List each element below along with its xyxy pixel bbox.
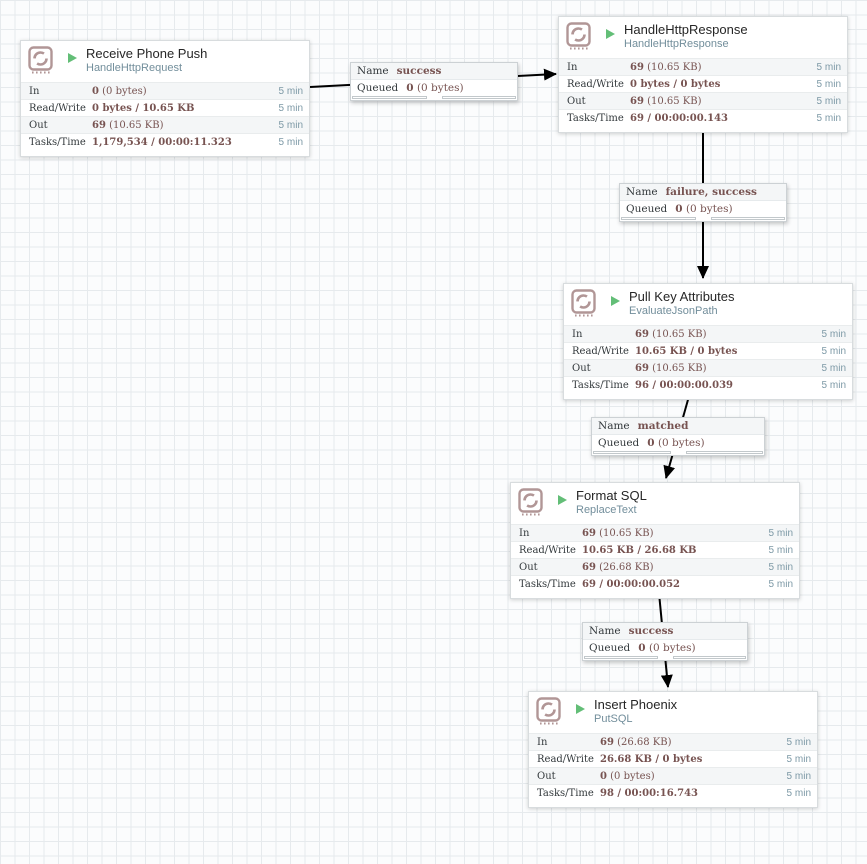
processor-header: Insert Phoenix PutSQL: [529, 692, 817, 733]
connection-queued-row: Queued 0 (0 bytes): [598, 437, 705, 449]
queue-percent-bars: [593, 451, 763, 454]
queue-size-bar: [710, 217, 785, 220]
stat-row-readwrite: Read/Write 26.68 KB / 0 bytes 5 min: [529, 750, 817, 767]
processor-name: Pull Key Attributes: [629, 289, 735, 304]
queue-count-bar: [352, 96, 427, 99]
processor-type: PutSQL: [594, 713, 633, 725]
run-status-play-icon: [606, 29, 615, 39]
stat-row-readwrite: Read/Write 10.65 KB / 0 bytes 5 min: [564, 342, 852, 359]
processor-insert-phoenix[interactable]: Insert Phoenix PutSQL In 69 (26.68 KB) 5…: [528, 691, 818, 808]
run-status-play-icon: [576, 704, 585, 714]
stat-window: 5 min: [278, 136, 303, 148]
stat-window: 5 min: [768, 561, 793, 573]
stat-row-readwrite: Read/Write 0 bytes / 10.65 KB 5 min: [21, 99, 309, 116]
connection-label-success-2[interactable]: Name success Queued 0 (0 bytes): [582, 622, 748, 661]
stat-window: 5 min: [816, 112, 841, 124]
processor-stats: In 69 (10.65 KB) 5 min Read/Write 10.65 …: [511, 524, 799, 598]
processor-stats: In 69 (10.65 KB) 5 min Read/Write 0 byte…: [559, 58, 847, 132]
processor-name: Format SQL: [576, 488, 647, 503]
connection-name-row: Name success: [351, 63, 517, 80]
stat-window: 5 min: [278, 119, 303, 131]
stat-window: 5 min: [786, 736, 811, 748]
stat-window: 5 min: [816, 95, 841, 107]
stat-window: 5 min: [786, 787, 811, 799]
processor-icon: [28, 46, 53, 74]
stat-row-out: Out 0 (0 bytes) 5 min: [529, 767, 817, 784]
connection-name-row: Name matched: [592, 418, 764, 435]
stat-row-tasks: Tasks/Time 1,179,534 / 00:00:11.323 5 mi…: [21, 133, 309, 150]
connection-label-matched[interactable]: Name matched Queued 0 (0 bytes): [591, 417, 765, 456]
stat-row-readwrite: Read/Write 0 bytes / 0 bytes 5 min: [559, 75, 847, 92]
stat-row-out: Out 69 (10.65 KB) 5 min: [559, 92, 847, 109]
run-status-play-icon: [611, 296, 620, 306]
queue-count-bar: [593, 451, 671, 454]
queue-percent-bars: [584, 656, 746, 659]
connection-name-row: Name failure, success: [620, 184, 786, 201]
stat-row-in: In 0 (0 bytes) 5 min: [21, 82, 309, 99]
queue-count-bar: [621, 217, 696, 220]
processor-type: HandleHttpRequest: [86, 62, 183, 74]
processor-header: HandleHttpResponse HandleHttpResponse: [559, 17, 847, 58]
stat-window: 5 min: [816, 61, 841, 73]
stat-row-out: Out 69 (26.68 KB) 5 min: [511, 558, 799, 575]
stat-row-out: Out 69 (10.65 KB) 5 min: [564, 359, 852, 376]
processor-name: HandleHttpResponse: [624, 22, 748, 37]
queue-size-bar: [441, 96, 516, 99]
stat-row-out: Out 69 (10.65 KB) 5 min: [21, 116, 309, 133]
stat-window: 5 min: [768, 578, 793, 590]
processor-icon: [536, 697, 561, 725]
stat-window: 5 min: [821, 345, 846, 357]
connection-name-row: Name success: [583, 623, 747, 640]
stat-window: 5 min: [278, 85, 303, 97]
stat-row-tasks: Tasks/Time 96 / 00:00:00.039 5 min: [564, 376, 852, 393]
stat-window: 5 min: [768, 544, 793, 556]
stat-window: 5 min: [821, 362, 846, 374]
stat-row-in: In 69 (10.65 KB) 5 min: [564, 325, 852, 342]
stat-row-in: In 69 (10.65 KB) 5 min: [511, 524, 799, 541]
queue-percent-bars: [621, 217, 785, 220]
processor-name: Receive Phone Push: [86, 46, 208, 61]
stat-window: 5 min: [821, 379, 846, 391]
connection-queued-row: Queued 0 (0 bytes): [357, 82, 464, 94]
processor-header: Receive Phone Push HandleHttpRequest: [21, 41, 309, 82]
processor-pull-key-attributes[interactable]: Pull Key Attributes EvaluateJsonPath In …: [563, 283, 853, 400]
processor-name: Insert Phoenix: [594, 697, 678, 712]
processor-icon: [571, 289, 596, 317]
stat-window: 5 min: [786, 770, 811, 782]
processor-header: Pull Key Attributes EvaluateJsonPath: [564, 284, 852, 325]
stat-row-tasks: Tasks/Time 98 / 00:00:16.743 5 min: [529, 784, 817, 801]
run-status-play-icon: [558, 495, 567, 505]
connection-queued-row: Queued 0 (0 bytes): [589, 642, 696, 654]
stat-window: 5 min: [786, 753, 811, 765]
processor-icon: [518, 488, 543, 516]
connection-label-failure-success[interactable]: Name failure, success Queued 0 (0 bytes): [619, 183, 787, 222]
stat-window: 5 min: [816, 78, 841, 90]
processor-format-sql[interactable]: Format SQL ReplaceText In 69 (10.65 KB) …: [510, 482, 800, 599]
processor-handlehttpresponse[interactable]: HandleHttpResponse HandleHttpResponse In…: [558, 16, 848, 133]
processor-icon: [566, 22, 591, 50]
stat-window: 5 min: [768, 527, 793, 539]
processor-stats: In 69 (10.65 KB) 5 min Read/Write 10.65 …: [564, 325, 852, 399]
connection-label-success-1[interactable]: Name success Queued 0 (0 bytes): [350, 62, 518, 101]
processor-type: HandleHttpResponse: [624, 38, 729, 50]
run-status-play-icon: [68, 53, 77, 63]
queue-percent-bars: [352, 96, 516, 99]
processor-header: Format SQL ReplaceText: [511, 483, 799, 524]
processor-type: ReplaceText: [576, 504, 637, 516]
queue-size-bar: [685, 451, 763, 454]
processor-stats: In 69 (26.68 KB) 5 min Read/Write 26.68 …: [529, 733, 817, 807]
queue-count-bar: [584, 656, 658, 659]
processor-type: EvaluateJsonPath: [629, 305, 718, 317]
processor-receive-phone-push[interactable]: Receive Phone Push HandleHttpRequest In …: [20, 40, 310, 157]
stat-row-tasks: Tasks/Time 69 / 00:00:00.052 5 min: [511, 575, 799, 592]
stat-row-readwrite: Read/Write 10.65 KB / 26.68 KB 5 min: [511, 541, 799, 558]
stat-row-tasks: Tasks/Time 69 / 00:00:00.143 5 min: [559, 109, 847, 126]
stat-window: 5 min: [278, 102, 303, 114]
stat-window: 5 min: [821, 328, 846, 340]
queue-size-bar: [672, 656, 746, 659]
connection-queued-row: Queued 0 (0 bytes): [626, 203, 733, 215]
stat-row-in: In 69 (10.65 KB) 5 min: [559, 58, 847, 75]
stat-row-in: In 69 (26.68 KB) 5 min: [529, 733, 817, 750]
processor-stats: In 0 (0 bytes) 5 min Read/Write 0 bytes …: [21, 82, 309, 156]
